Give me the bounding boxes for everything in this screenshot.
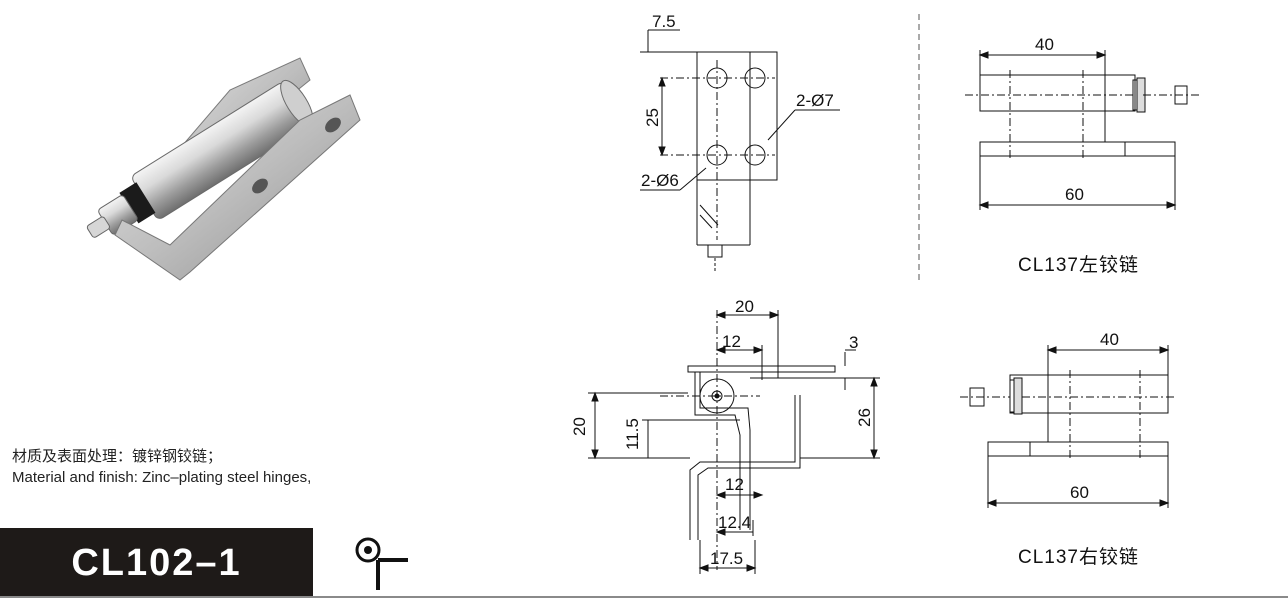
right-dim-bottom-label: 60 [1070, 483, 1089, 502]
dim-11-5-label: 11.5 [623, 418, 642, 450]
dim-offset-label: 7.5 [652, 12, 676, 31]
hinge-product-photo [86, 57, 361, 281]
dim-3-label: 3 [849, 333, 858, 352]
hole-small-label: 2-Ø6 [641, 171, 679, 190]
dim-12-top-label: 12 [722, 332, 741, 351]
left-hinge-drawing [965, 50, 1201, 210]
dim-20-top-label: 20 [735, 297, 754, 316]
material-en: Material and finish: Zinc–plating steel … [12, 469, 312, 486]
right-hinge-caption: CL137右铰链 [1018, 547, 1139, 568]
dim-17-5-label: 17.5 [710, 549, 743, 568]
left-dim-bottom-label: 60 [1065, 185, 1084, 204]
left-dim-top-label: 40 [1035, 35, 1054, 54]
dim-26-label: 26 [855, 408, 874, 427]
dim-20-left-label: 20 [570, 417, 589, 436]
hole-large-label: 2-Ø7 [796, 91, 834, 110]
view-divider [918, 14, 920, 280]
section-view-drawing [588, 310, 880, 574]
material-finish-text: 材质及表面处理：镀锌钢铰链； Material and finish: Zinc… [12, 446, 311, 488]
dim-spacing-label: 25 [643, 108, 662, 127]
right-dim-top-label: 40 [1100, 330, 1119, 349]
dim-12-4-label: 12.4 [718, 513, 751, 532]
top-view-drawing [640, 29, 840, 272]
material-cn: 材质及表面处理：镀锌钢铰链； [12, 448, 223, 465]
bottom-rule [0, 596, 1288, 598]
dim-12-bottom-label: 12 [725, 475, 744, 494]
left-hinge-caption: CL137左铰链 [1018, 255, 1139, 276]
right-hinge-drawing [960, 345, 1175, 508]
hinge-symbol-icon [355, 537, 408, 590]
model-number-bar: CL102–1 [0, 528, 313, 598]
